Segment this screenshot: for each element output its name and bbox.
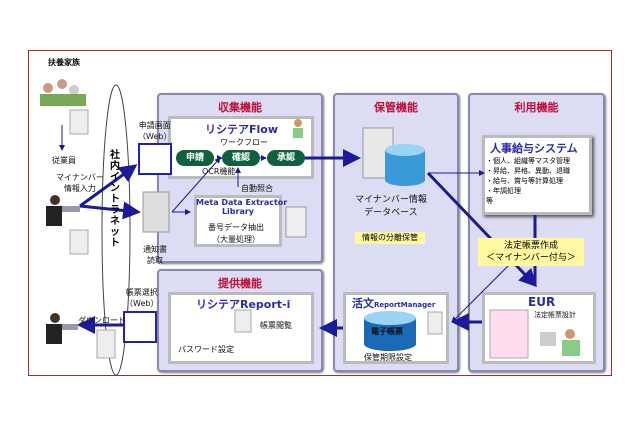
hr-item: ・昇給、昇格、異動、退職 bbox=[486, 167, 570, 175]
outer-frame bbox=[28, 50, 612, 376]
document-icon bbox=[69, 109, 89, 135]
retention-label: 保管期限設定 bbox=[364, 353, 412, 362]
use-title: 利用機能 bbox=[514, 101, 559, 114]
rm-brand: 活文 bbox=[352, 297, 374, 310]
mde-box bbox=[194, 195, 282, 247]
collect-title: 収集機能 bbox=[218, 101, 262, 114]
form-design-icon bbox=[489, 309, 529, 359]
request-screen-label: 申請画面 （Web） bbox=[138, 121, 172, 141]
password-label: パスワード設定 bbox=[178, 345, 234, 354]
web-form-icon bbox=[123, 311, 157, 343]
intranet-ellipse bbox=[101, 84, 131, 376]
operator-icon bbox=[540, 329, 580, 356]
hr-item: ・給与、賞与等計算処理 bbox=[486, 177, 563, 185]
document-icon bbox=[427, 311, 443, 335]
hr-items: ・個人、組織等マスタ管理 ・昇給、昇格、異動、退職 ・給与、賞与等計算処理 ・年… bbox=[486, 156, 570, 206]
hr-item: ・年調処理 bbox=[486, 187, 521, 195]
flow-box bbox=[168, 116, 314, 179]
notice-label: 通知書 読取 bbox=[143, 245, 167, 265]
ocr-label: OCR機能 bbox=[202, 167, 236, 176]
view-label: 帳票閲覧 bbox=[260, 321, 292, 330]
hr-system-title: 人事給与システム bbox=[490, 142, 578, 155]
flow-operator-icon bbox=[293, 119, 303, 138]
report-i-product: リシテアReport-i bbox=[196, 298, 291, 311]
server-icon bbox=[285, 206, 307, 238]
flow-product: リシテアFlow bbox=[205, 123, 279, 136]
reportmanager-product: 活文ReportManager bbox=[352, 295, 435, 311]
provide-title: 提供機能 bbox=[218, 277, 262, 290]
legal-form-note: 法定帳票作成 ＜マイナンバー付与＞ bbox=[478, 238, 584, 266]
report-select-label: 帳票選択 （Web） bbox=[125, 288, 159, 308]
database-icon bbox=[385, 144, 425, 186]
auto-match-label: 自動照合 bbox=[241, 184, 273, 193]
step-confirm: 確認 bbox=[222, 150, 260, 166]
intranet-label: 社内イントラネット bbox=[110, 150, 120, 249]
download-label: ダウンロード bbox=[78, 316, 126, 325]
rm-name: ReportManager bbox=[374, 301, 436, 309]
db-label: マイナンバー情報 データベース bbox=[355, 195, 427, 218]
input-label: マイナンバー 情報入力 bbox=[56, 173, 104, 193]
step-apply: 申請 bbox=[176, 150, 214, 166]
document-icon bbox=[69, 229, 89, 255]
download-user-icon bbox=[46, 313, 78, 344]
document-icon bbox=[234, 309, 252, 333]
hr-item: 等 bbox=[486, 197, 493, 205]
employee-icon bbox=[46, 195, 80, 226]
scanner-icon bbox=[142, 191, 170, 233]
eur-design-label: 法定帳票設計 bbox=[534, 311, 576, 319]
step-approve: 承認 bbox=[267, 150, 305, 166]
family-icon bbox=[40, 79, 86, 106]
separate-note: 情報の分離保管 bbox=[355, 232, 425, 244]
family-label: 扶養家族 bbox=[48, 58, 80, 67]
mde-product: Meta Data Extractor Library bbox=[196, 198, 288, 216]
store-title: 保管機能 bbox=[374, 101, 418, 114]
extract-label: 番号データ抽出 bbox=[208, 223, 264, 232]
eform-label: 電子帳票 bbox=[371, 327, 403, 336]
eform-db-icon bbox=[364, 311, 416, 351]
employee-label: 従業員 bbox=[52, 156, 76, 165]
eur-title: EUR bbox=[528, 295, 556, 309]
workflow-label: ワークフロー bbox=[220, 138, 268, 147]
bulk-label: （大量処理） bbox=[212, 235, 260, 244]
document-icon bbox=[96, 329, 116, 359]
web-form-icon bbox=[138, 143, 172, 175]
hr-item: ・個人、組織等マスタ管理 bbox=[486, 157, 570, 165]
